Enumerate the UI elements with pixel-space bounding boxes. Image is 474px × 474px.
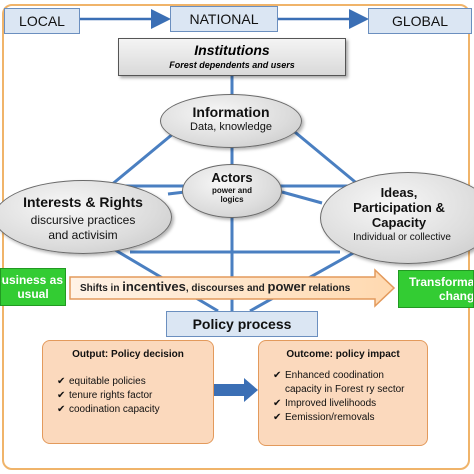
ideas-line1: Ideas,	[380, 185, 418, 200]
shifts-part1: Shifts in	[80, 283, 123, 294]
interests-title: Interests & Rights	[23, 194, 143, 210]
actors-title: Actors	[211, 170, 253, 185]
outcome-list: ✔Enhanced coodination capacity in Forest…	[259, 370, 427, 423]
business-line1: Business as	[1, 273, 64, 287]
information-node: Information Data, knowledge	[160, 94, 302, 148]
outcome-item: ✔Improved livelihoods	[273, 398, 377, 409]
ideas-line2: Participation &	[353, 200, 445, 215]
business-line2: usual	[17, 287, 49, 301]
output-item: ✔tenure rights factor	[57, 390, 153, 401]
interests-line2: and activisim	[48, 228, 118, 242]
interests-line1: discursive practices	[30, 213, 136, 227]
shifts-part5: relations	[305, 283, 351, 294]
institutions-subtitle: Forest dependents and users	[169, 60, 295, 70]
transformational-change-box: Transformational change	[398, 270, 474, 308]
actors-line1: power and	[211, 186, 252, 195]
shifts-part4: power	[267, 279, 306, 294]
scale-global: GLOBAL	[368, 8, 472, 34]
check-icon: ✔	[57, 376, 66, 387]
ideas-line3: Capacity	[371, 215, 427, 230]
shifts-label: Shifts in incentives, discourses and pow…	[80, 279, 350, 294]
transform-line1: Transformational	[409, 275, 474, 289]
shifts-part3: , discourses and	[185, 283, 268, 294]
information-title: Information	[192, 104, 270, 120]
output-outcome-arrow	[214, 378, 258, 402]
output-list: ✔equitable policies ✔tenure rights facto…	[43, 376, 213, 415]
check-icon: ✔	[273, 370, 282, 381]
connector-info-interests	[109, 126, 181, 188]
outcome-item: capacity in Forest ry sector	[285, 384, 405, 395]
check-icon: ✔	[57, 390, 66, 401]
output-item: ✔equitable policies	[57, 376, 146, 387]
output-title: Output: Policy decision	[72, 349, 184, 360]
outcome-title: Outcome: policy impact	[286, 349, 400, 360]
scale-national: NATIONAL	[170, 6, 278, 32]
ideas-node: Ideas, Participation & Capacity Individu…	[320, 172, 474, 264]
institutions-title: Institutions	[194, 42, 270, 58]
actors-line2: logics	[220, 195, 244, 204]
check-icon: ✔	[57, 404, 66, 415]
outcome-item: ✔Eemission/removals	[273, 412, 375, 423]
check-icon: ✔	[273, 412, 282, 423]
shifts-arrow	[69, 268, 396, 308]
outcome-panel: Outcome: policy impact ✔Enhanced coodina…	[258, 340, 428, 446]
check-icon: ✔	[273, 398, 282, 409]
policy-process-box: Policy process	[166, 311, 318, 337]
ideas-subtitle: Individual or collective	[353, 232, 451, 243]
connector-actors-ideas	[281, 190, 323, 205]
information-subtitle: Data, knowledge	[190, 121, 272, 133]
institutions-box: Institutions Forest dependents and users	[118, 38, 346, 76]
scale-local: LOCAL	[4, 8, 80, 34]
interests-node: Interests & Rights discursive practices …	[0, 180, 172, 254]
shifts-part2: incentives	[122, 279, 186, 294]
transform-line2: change	[439, 289, 474, 303]
connector-info-ideas	[289, 126, 361, 188]
output-panel: Output: Policy decision ✔equitable polic…	[42, 340, 214, 444]
business-as-usual-box: Business as usual	[0, 268, 66, 306]
actors-node: Actors power and logics	[182, 164, 282, 218]
outcome-item: ✔Enhanced coodination	[273, 370, 384, 381]
output-item: ✔coodination capacity	[57, 404, 160, 415]
